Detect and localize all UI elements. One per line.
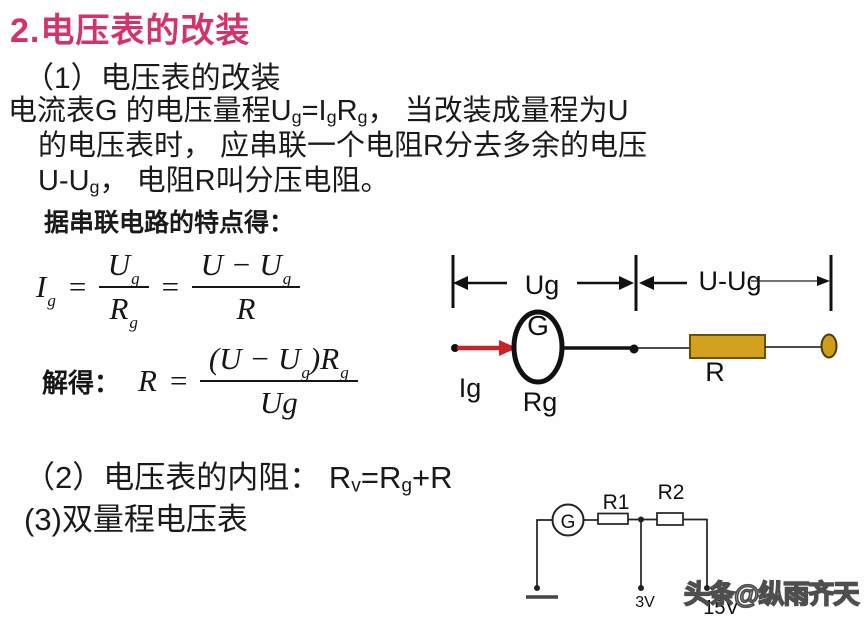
- watermark: 头条@纵雨齐天: [683, 578, 860, 610]
- rg-label: Rg: [523, 387, 558, 417]
- section-1-heading: （1）电压表的改装: [24, 62, 281, 95]
- current-arrow-head-icon: [499, 340, 517, 356]
- formula-current-equality: Ig = Ug Rg = U − Ug R: [36, 247, 301, 333]
- formula-solved-resistance: 解得： R = (U − Ug)Rg Ug: [42, 341, 358, 421]
- resistor-r-label: R: [705, 357, 725, 387]
- body-line-3: U-Ug， 电阻R叫分压电阻。: [38, 165, 390, 198]
- ug-dim-label: Ug: [525, 270, 560, 300]
- fraction-numerator: U − Ug: [191, 247, 301, 288]
- page-title: 2.电压表的改装: [10, 12, 251, 50]
- section-2-heading: （2）电压表的内阻： Rv=Rg+R: [24, 460, 453, 497]
- formula2-lhs: R: [138, 363, 157, 398]
- fraction-denominator: Rg: [109, 291, 138, 333]
- upper-circuit-diagram: Ug U-Ug G Ig Rg R: [451, 255, 838, 417]
- tap-15v-label: 15V: [703, 597, 739, 619]
- fraction-solution: (U − Ug)Rg Ug: [199, 341, 358, 421]
- wire: [683, 518, 708, 588]
- r2-label: R2: [658, 481, 685, 504]
- galvanometer-label: G: [527, 310, 549, 341]
- equals-sign: =: [159, 269, 181, 304]
- lower-circuit-diagram: G R1 R2 3V 15V: [526, 481, 739, 619]
- fraction-numerator: (U − Ug)Rg: [199, 341, 358, 382]
- section-3-heading: (3)双量程电压表: [24, 502, 248, 537]
- tap-3v-label: 3V: [635, 594, 655, 611]
- fraction-u-minus-ug-r: U − Ug R: [191, 247, 301, 327]
- terminal-dot: [638, 585, 644, 591]
- terminal-dot: [704, 585, 710, 591]
- fraction-ug-rg: Ug Rg: [98, 247, 149, 333]
- fraction-numerator: Ug: [98, 247, 149, 288]
- body-line-2: 的电压表时， 应串联一个电阻R分去多余的电压: [38, 130, 648, 162]
- equals-sign: =: [66, 269, 88, 304]
- resistor-r1-rect: [597, 512, 629, 525]
- solve-prefix: 解得：: [42, 367, 121, 398]
- resistor-r2-rect: [656, 512, 684, 526]
- resistor-rect: [689, 334, 766, 359]
- arrow-head-right-icon: [619, 276, 634, 290]
- equals-sign: =: [167, 363, 189, 398]
- body-line-1: 电流表G 的电压量程Ug=IgRg， 当改装成量程为U: [8, 95, 629, 128]
- body-paragraph: 电流表G 的电压量程Ug=IgRg， 当改装成量程为U 的电压表时， 应串联一个…: [8, 94, 865, 199]
- terminal-ellipse: [820, 333, 838, 359]
- arrow-head-left-icon: [639, 276, 654, 290]
- fraction-denominator: Ug: [259, 385, 298, 420]
- terminal-dot: [534, 585, 540, 591]
- formula1-lhs: Ig: [36, 269, 56, 311]
- current-ig-label: Ig: [459, 373, 482, 403]
- series-note: 据串联电路的特点得：: [44, 209, 295, 237]
- galvanometer-label: G: [561, 512, 576, 533]
- wire: [536, 519, 553, 588]
- arrow-head-left-icon: [453, 276, 468, 290]
- fraction-denominator: R: [236, 291, 256, 326]
- r1-label: R1: [603, 491, 630, 514]
- junction-dot: [629, 344, 639, 354]
- arrow-head-right-icon: [817, 276, 830, 286]
